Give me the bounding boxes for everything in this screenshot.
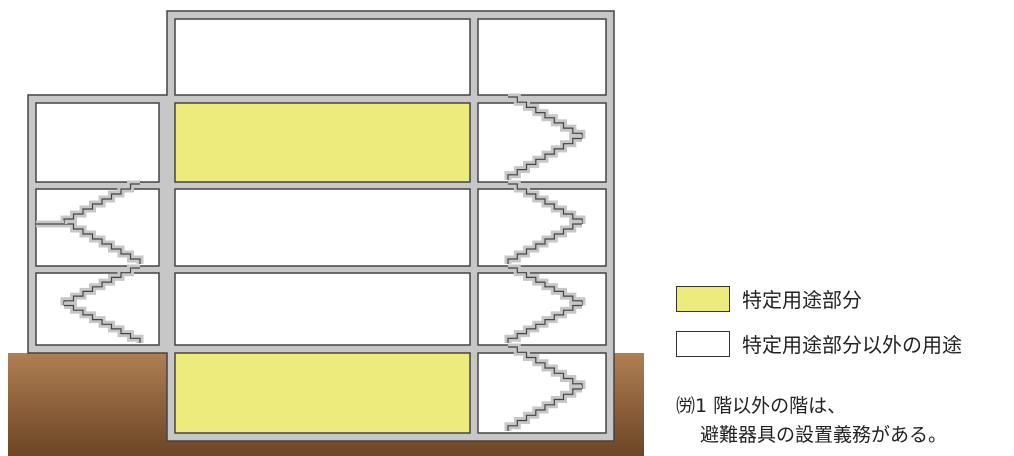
stair-flight-right-down-2-outline (508, 267, 583, 306)
stair-flight-left-down-2-outline (63, 267, 140, 306)
legend-label-other-use: 特定用途部分以外の用途 (742, 333, 962, 357)
footnote: ㈸1 階以外の階は、 避難器具の設置義務がある。 (676, 392, 947, 450)
stair-flight-right-up-3-outline (507, 388, 582, 431)
stair-flight-right-up-2-outline (507, 304, 582, 343)
stair-flight-right-down-0-outline (508, 96, 583, 139)
room-center-4f (174, 188, 471, 267)
stair-flight-right-up-0-outline (507, 137, 582, 180)
stair-flight-right-down-3-outline (508, 346, 583, 389)
room-left-5f (35, 102, 160, 183)
stair-flight-right-down-1-outline (508, 183, 583, 224)
stair-flight-left-top-outline (63, 183, 140, 224)
room-center-1f-specific-use (174, 352, 471, 434)
room-right-6f (477, 18, 607, 96)
room-center-6f (174, 18, 471, 96)
stair-flight-left-up-1-outline (64, 223, 141, 264)
room-center-3f (174, 272, 471, 346)
stairs (36, 93, 586, 431)
legend-swatch-specific-use (676, 285, 730, 312)
legend-label-specific-use: 特定用途部分 (742, 288, 862, 312)
footnote-line-2: 避難器具の設置義務がある。 (700, 424, 948, 446)
stair-flight-right-up-1-outline (507, 223, 582, 264)
legend-specific-use: 特定用途部分 (676, 284, 862, 313)
room-center-5f-specific-use (174, 102, 471, 183)
legend-swatch-other-use (676, 330, 730, 357)
footnote-line-1: ㈸1 階以外の階は、 (676, 395, 847, 417)
stair-flight-left-up-2-outline (64, 304, 141, 343)
legend-other-use: 特定用途部分以外の用途 (676, 329, 962, 358)
